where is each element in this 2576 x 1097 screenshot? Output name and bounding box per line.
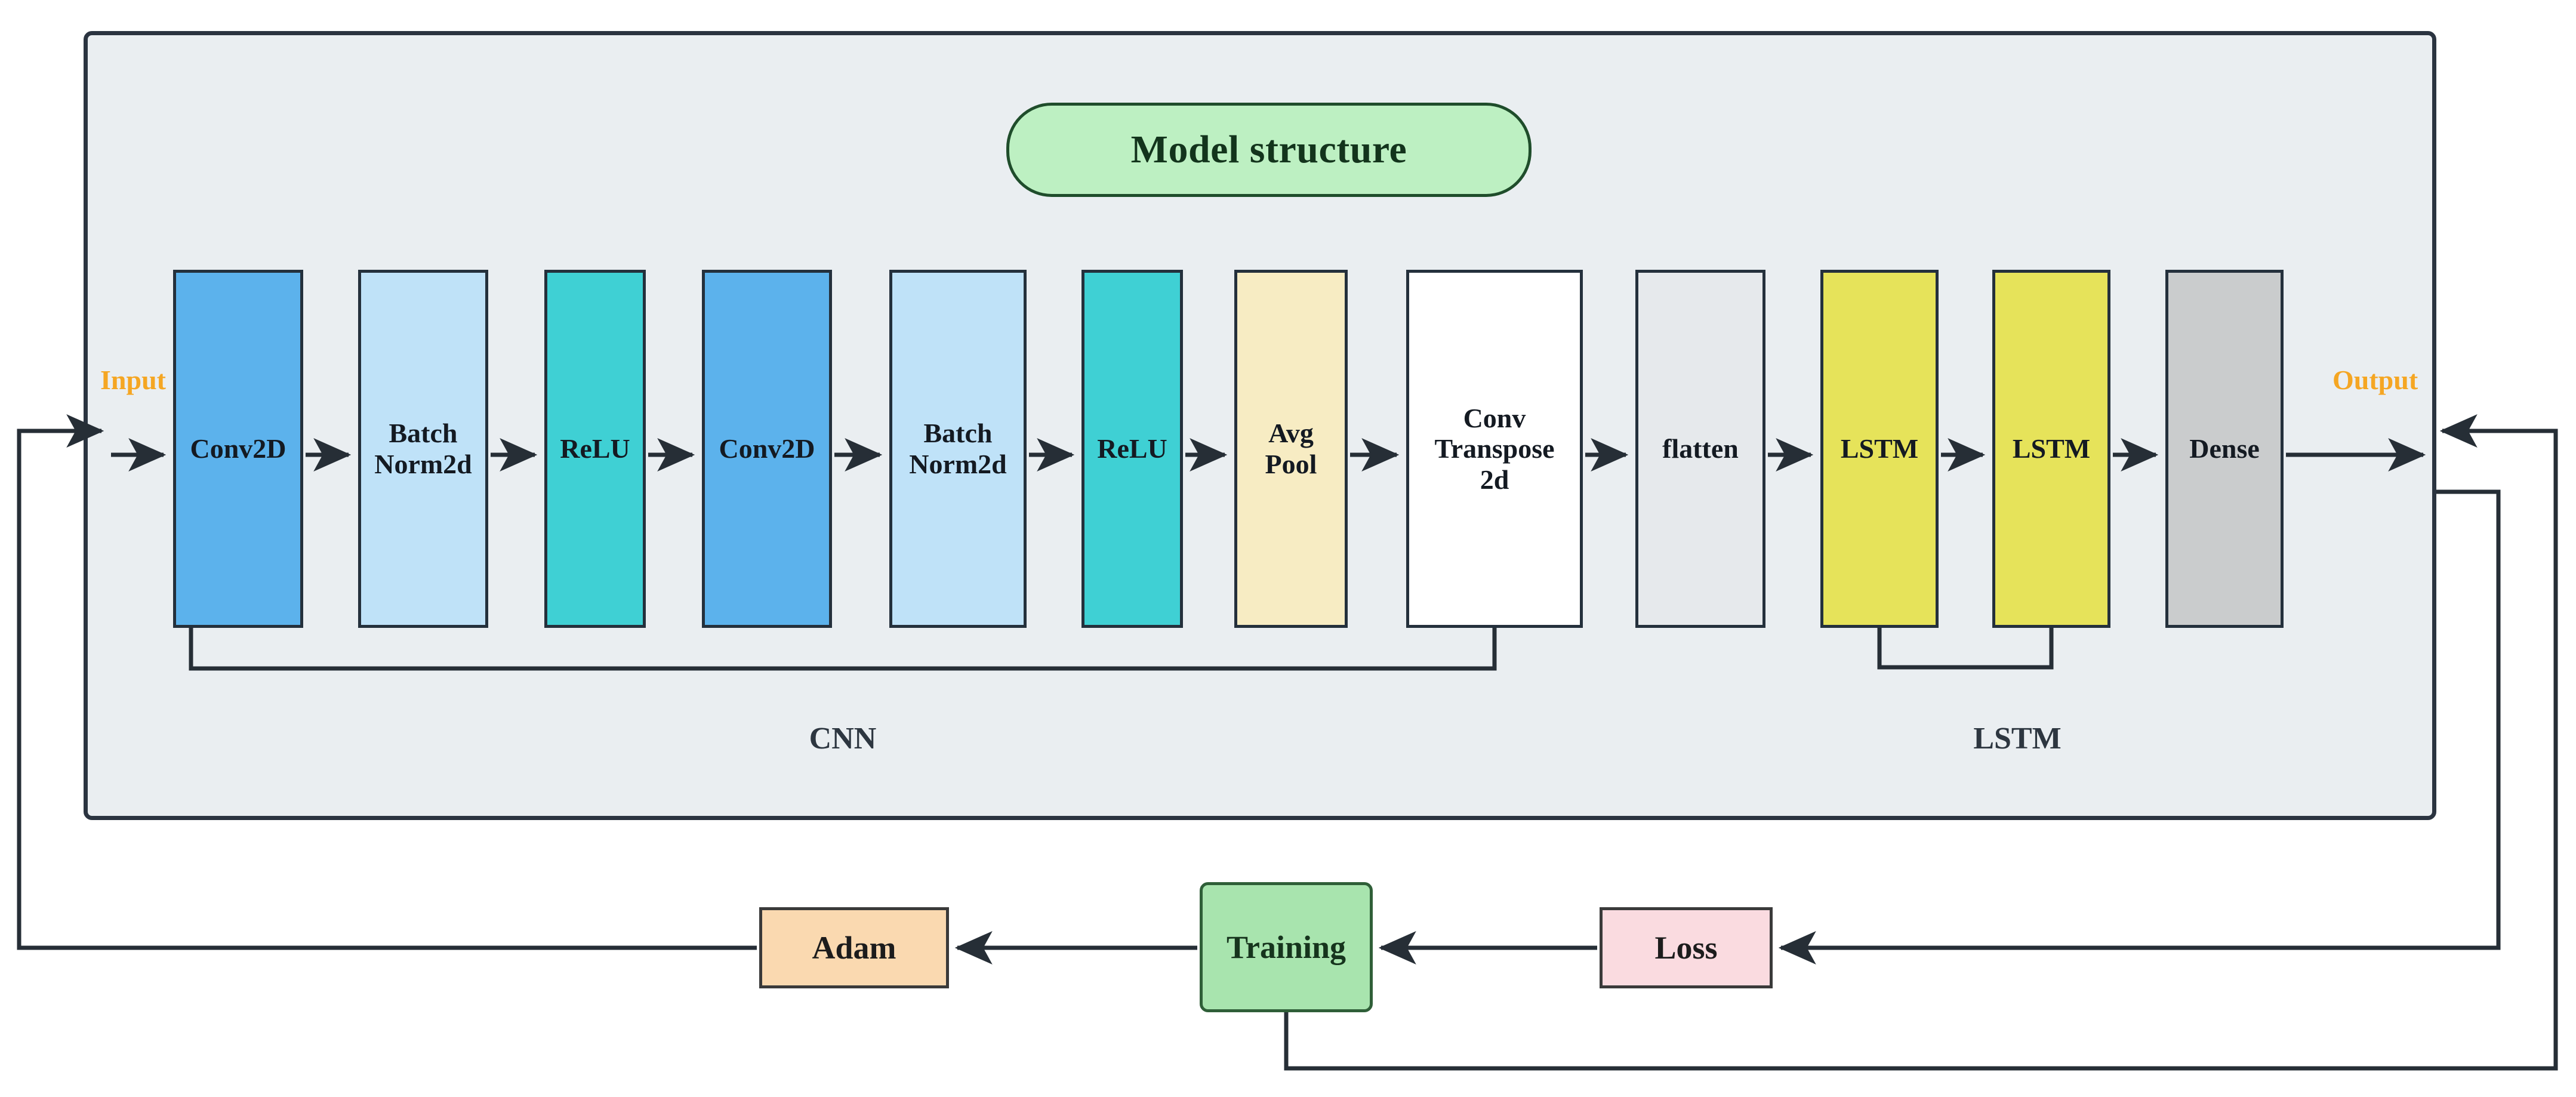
layer-box-lstm-2[interactable]: LSTM [1992,270,2110,628]
page-title: Model structure [1130,128,1407,171]
group-label-cnn-group: CNN [809,722,877,756]
edge-adam-to-input [17,414,757,950]
layer-box-lstm-1[interactable]: LSTM [1820,270,1939,628]
group-label-lstm-group: LSTM [1973,722,2062,756]
flow-box-training[interactable]: Training [1200,882,1373,1012]
layer-box-conv2d-1[interactable]: Conv2D [173,270,303,628]
output-label: Output [2332,365,2418,395]
layer-label-relu-2: ReLU [1097,433,1167,464]
edge-skip-conv2d-1-to-convtranspose2d [189,628,1497,671]
flow-box-loss[interactable]: Loss [1600,907,1773,988]
layer-label-relu-1: ReLU [560,433,630,464]
flow-box-adam[interactable]: Adam [759,907,949,988]
layer-box-relu-2[interactable]: ReLU [1081,270,1183,628]
layer-box-conv2d-2[interactable]: Conv2D [702,270,832,628]
layer-label-conv2d-1: Conv2D [190,433,286,464]
model-structure-title: Model structure [1006,103,1532,197]
input-label: Input [100,365,166,395]
flow-label-training: Training [1226,929,1346,965]
layer-label-lstm-1: LSTM [1840,433,1919,464]
flow-label-adam: Adam [812,930,896,966]
edge-training-to-output [1284,414,2558,1071]
edge-skip-lstm-1-to-lstm-2 [1877,628,2054,670]
layer-box-relu-1[interactable]: ReLU [544,270,646,628]
layer-label-lstm-2: LSTM [2012,433,2091,464]
edge-output-to-loss [1778,489,2501,965]
flow-label-loss: Loss [1654,930,1718,966]
layer-box-flatten[interactable]: flatten [1635,270,1765,628]
layer-box-dense[interactable]: Dense [2165,270,2284,628]
layer-label-dense: Dense [2189,433,2260,464]
layer-label-flatten: flatten [1662,433,1739,464]
layer-label-conv2d-2: Conv2D [719,433,815,464]
